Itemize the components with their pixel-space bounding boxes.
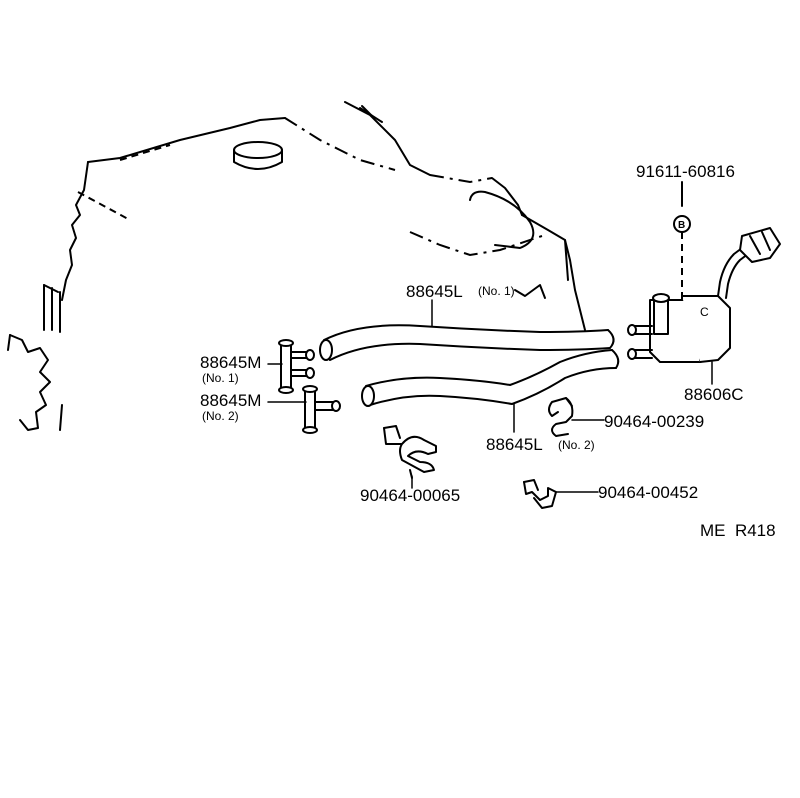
- label-clamp-a: 90464-00239: [604, 412, 704, 431]
- label-hose-l1: 88645L: [406, 282, 463, 301]
- label-vsv: 88606C: [684, 385, 744, 404]
- tee-fitting-88645m-no1: [278, 339, 315, 394]
- label-hose-m2-sub: (No. 2): [202, 409, 239, 423]
- bolt-marker-letter: B: [678, 220, 685, 231]
- part-labels: 91611-60816 88645L (No. 1) 88645M (No. 1…: [200, 162, 776, 540]
- label-bolt: 91611-60816: [636, 162, 735, 181]
- label-hose-m1-sub: (No. 1): [202, 371, 239, 385]
- svg-text:C: C: [700, 305, 709, 319]
- tee-fitting-88645m-no2: [302, 385, 341, 434]
- vsv-88606c: C: [627, 227, 781, 363]
- clamp-90464-00452: [523, 479, 557, 509]
- label-hose-l1-sub: (No. 1): [478, 284, 515, 298]
- hose-88645l-no1: [319, 324, 615, 361]
- bolt-91611-60816: B: [673, 181, 691, 300]
- leader-lines: [267, 299, 713, 493]
- label-hose-l2-sub: (No. 2): [558, 438, 595, 452]
- clamp-90464-00065: [383, 425, 437, 479]
- clamp-90464-00239: [548, 397, 574, 437]
- label-clamp-c: 90464-00452: [598, 483, 698, 502]
- label-hose-m1: 88645M: [200, 353, 261, 372]
- label-clamp-b: 90464-00065: [360, 486, 460, 505]
- hose-88645l-no2: [361, 349, 620, 407]
- engine-outline: [7, 101, 586, 431]
- label-ref-code: ME R418: [700, 521, 776, 540]
- label-hose-m2: 88645M: [200, 391, 261, 410]
- label-hose-l2: 88645L: [486, 435, 543, 454]
